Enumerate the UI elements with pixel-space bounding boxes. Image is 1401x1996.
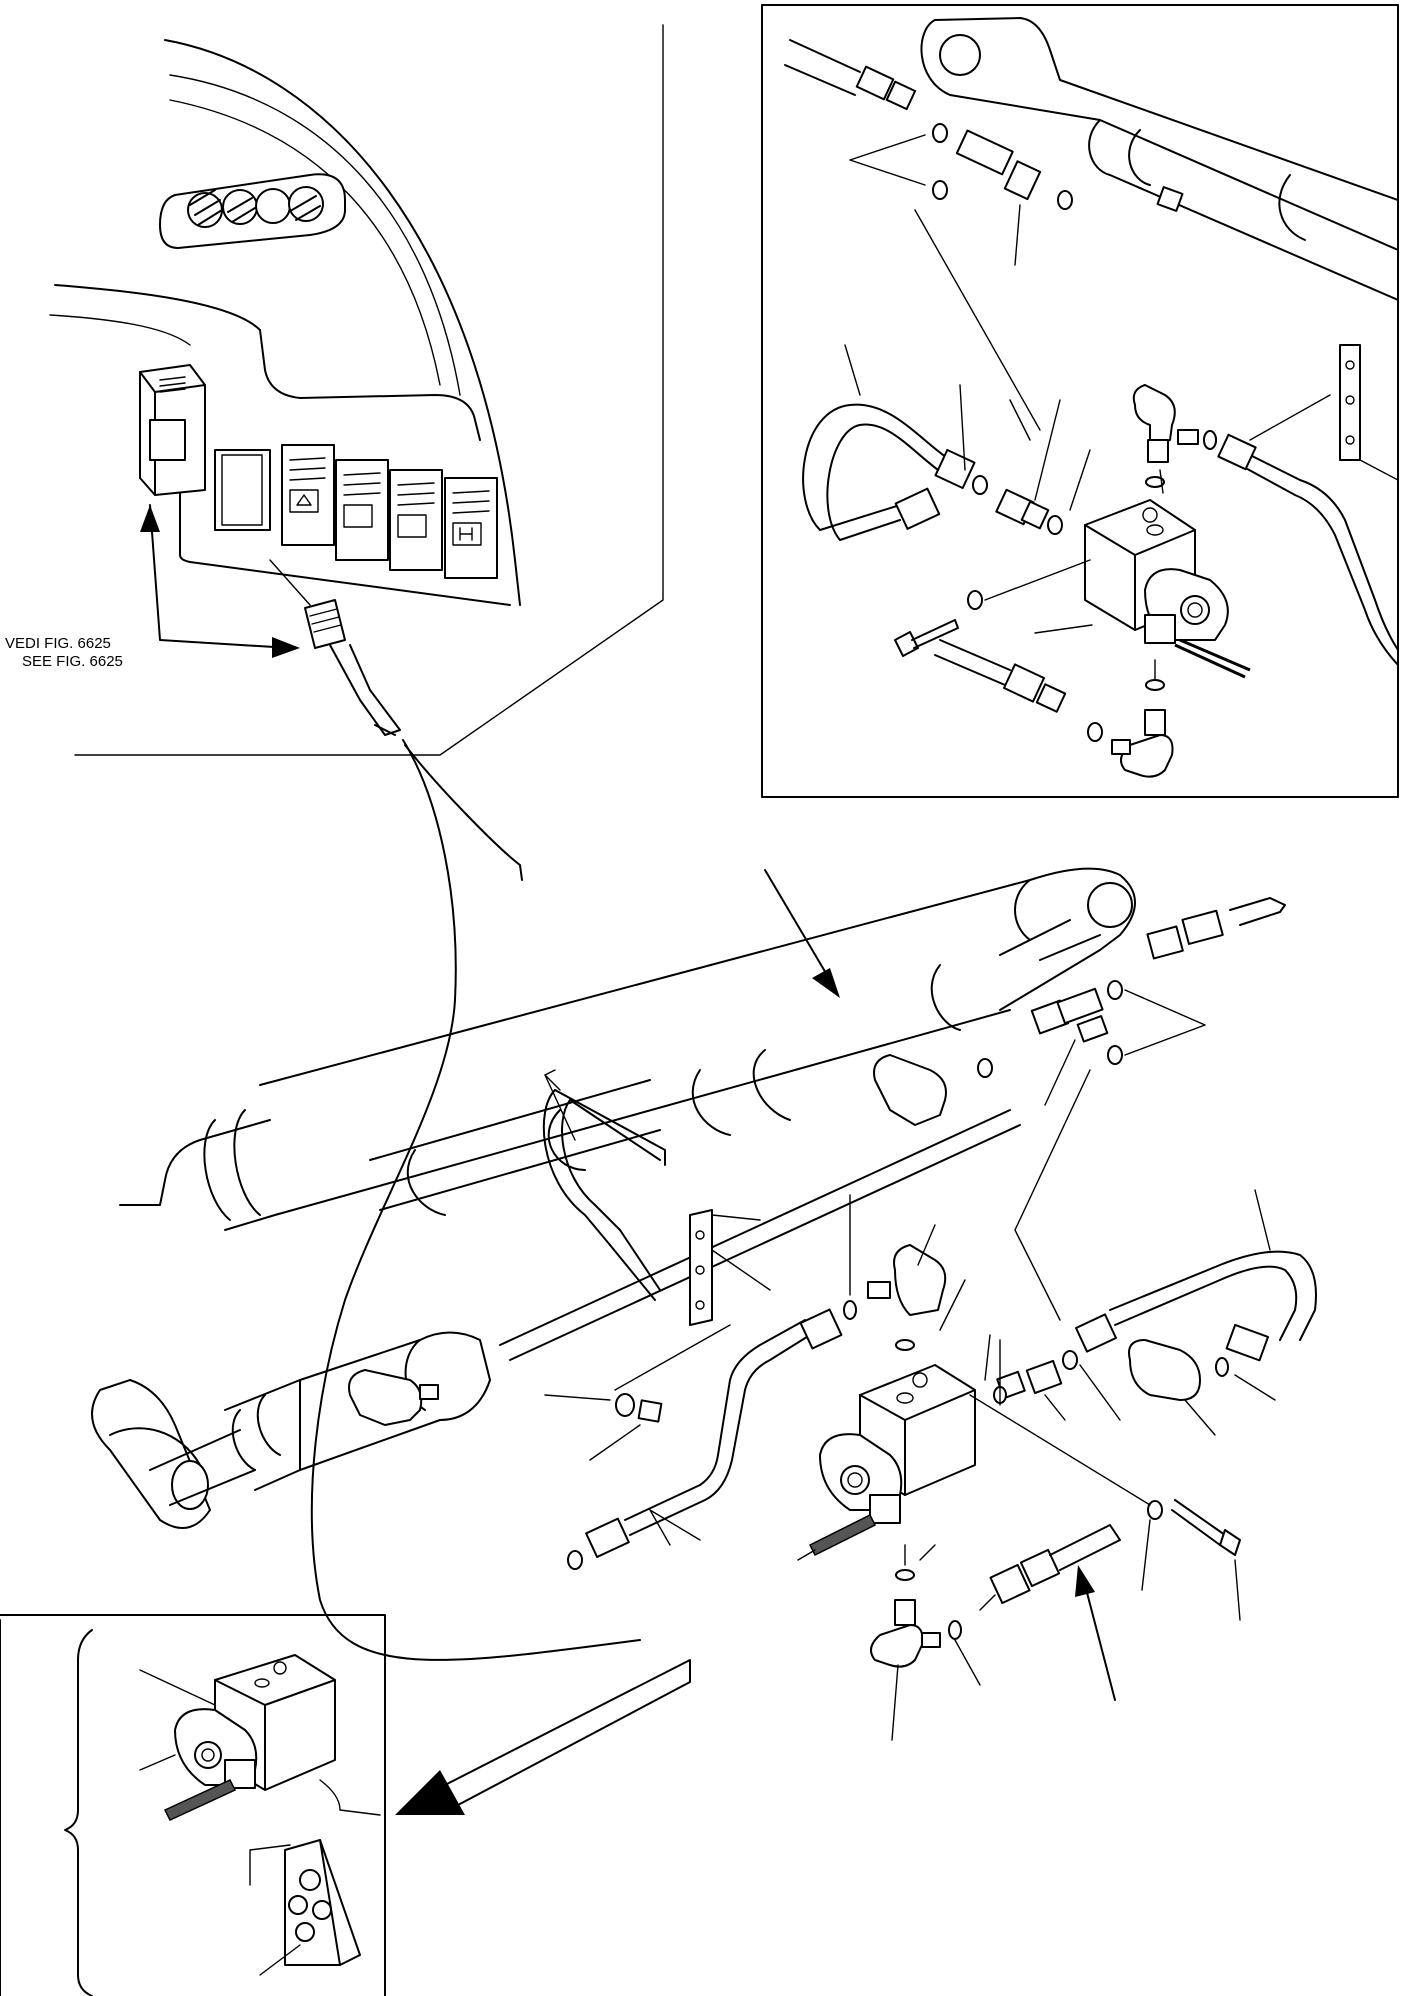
tee-fitting	[849, 123, 1073, 266]
see-figure-note-english: SEE FIG. 6625	[22, 653, 123, 670]
cab-dashboard-detail: VEDI FIG. 6625 SEE FIG. 6625	[5, 24, 664, 756]
cylinder-tee-fitting	[977, 987, 1206, 1106]
switch-panel	[214, 444, 498, 579]
panel-connector	[269, 559, 401, 736]
center-elbow-fitting	[843, 1194, 966, 1351]
u-bolt-pipe	[542, 1069, 666, 1301]
return-loop-pipe	[1075, 1189, 1317, 1353]
valve-bolt	[894, 559, 1091, 657]
mounting-bracket	[1339, 344, 1399, 481]
wiring-harness	[310, 739, 641, 1661]
solenoid-valve-block	[1084, 499, 1251, 679]
see-figure-note-italian: VEDI FIG. 6625	[5, 635, 111, 652]
boom-cylinder-assembly	[91, 867, 1317, 1741]
rocker-switch	[139, 364, 206, 496]
elbow-fitting-bottom	[1111, 659, 1174, 778]
elbow-fitting-top	[1132, 384, 1217, 488]
long-bolt	[969, 1394, 1241, 1621]
reference-arrows	[140, 504, 300, 658]
lower-elbow-fitting	[870, 1544, 981, 1741]
clamp-bracket	[689, 1209, 771, 1326]
main-solenoid-valve	[797, 1364, 976, 1561]
cylinder-elbow-fitting	[348, 1054, 947, 1426]
warning-light-bar	[159, 173, 346, 249]
loop-pipe	[802, 344, 976, 541]
connector-detail-inset	[0, 1614, 691, 1996]
right-elbow-fitting	[1128, 1339, 1276, 1436]
valve-detail-inset	[761, 4, 1399, 798]
